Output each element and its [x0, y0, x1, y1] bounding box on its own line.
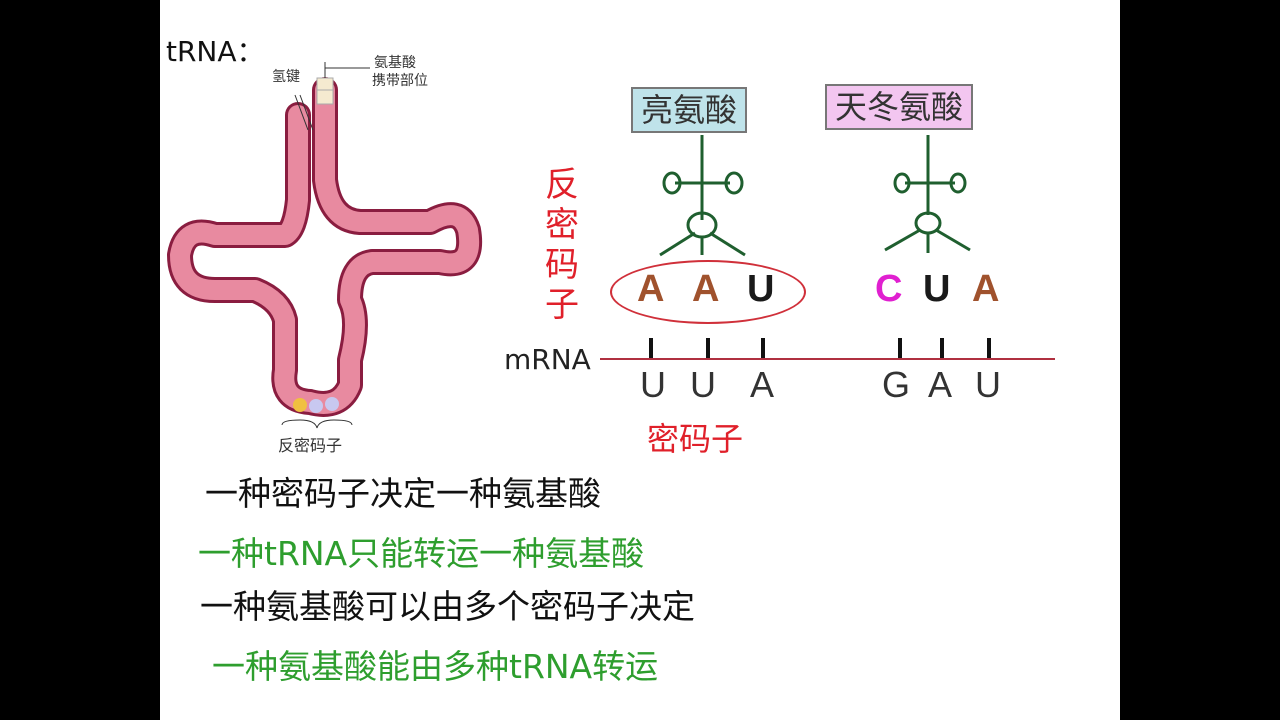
codon-base: U — [690, 364, 716, 405]
anticodon-base: A — [637, 268, 665, 310]
statement-1: 一种密码子决定一种氨基酸 — [205, 474, 601, 513]
hydrogen-bond-label: 氢键 — [272, 69, 300, 85]
anticodon-base: A — [692, 268, 720, 310]
trna-cloverleaf-diagram — [167, 62, 483, 429]
anticodon-diagram-label: 反密码子 — [278, 436, 343, 455]
anticodon-label-char: 码 — [545, 245, 579, 285]
amino-acid-box-leucine: 亮氨酸 — [631, 87, 748, 133]
anticodon-base: A — [972, 268, 1000, 310]
codon-ticks — [649, 338, 991, 358]
codon-base: U — [975, 364, 1001, 405]
trna-title: tRNA： — [166, 35, 265, 68]
codon-base: U — [640, 364, 666, 405]
codon-label: 密码子 — [647, 420, 744, 458]
anticodon-base: U — [923, 268, 951, 310]
anticodon-label-char: 子 — [545, 285, 579, 325]
anticodon-label-char: 密 — [545, 205, 579, 245]
aa-site-label-2: 携带部位 — [372, 73, 428, 89]
anticodon-base: C — [875, 268, 903, 310]
aa-site-label-1: 氨基酸 — [374, 55, 416, 71]
statement-3: 一种氨基酸可以由多个密码子决定 — [200, 587, 695, 626]
slide: tRNA： 氢键 氨基酸 携带部位 反密码子 亮氨酸 天冬氨酸 反 密 码 子 … — [160, 0, 1120, 720]
anticodon-base: U — [747, 268, 775, 310]
statement-4: 一种氨基酸能由多种tRNA转运 — [212, 647, 659, 686]
trna-icon-2 — [884, 135, 971, 253]
amino-acid-box-aspartate: 天冬氨酸 — [825, 84, 974, 130]
mrna-label: mRNA — [504, 343, 591, 376]
statement-2: 一种tRNA只能转运一种氨基酸 — [198, 534, 645, 573]
anticodon-highlight-ellipse — [610, 260, 806, 324]
anticodon-label-char: 反 — [545, 165, 579, 205]
codon-base: A — [928, 364, 953, 405]
codon-base: A — [750, 364, 775, 405]
mrna-strand — [600, 358, 1055, 360]
trna-icon-1 — [659, 135, 746, 257]
trna-icons — [659, 135, 971, 257]
codon-base: G — [882, 364, 911, 405]
